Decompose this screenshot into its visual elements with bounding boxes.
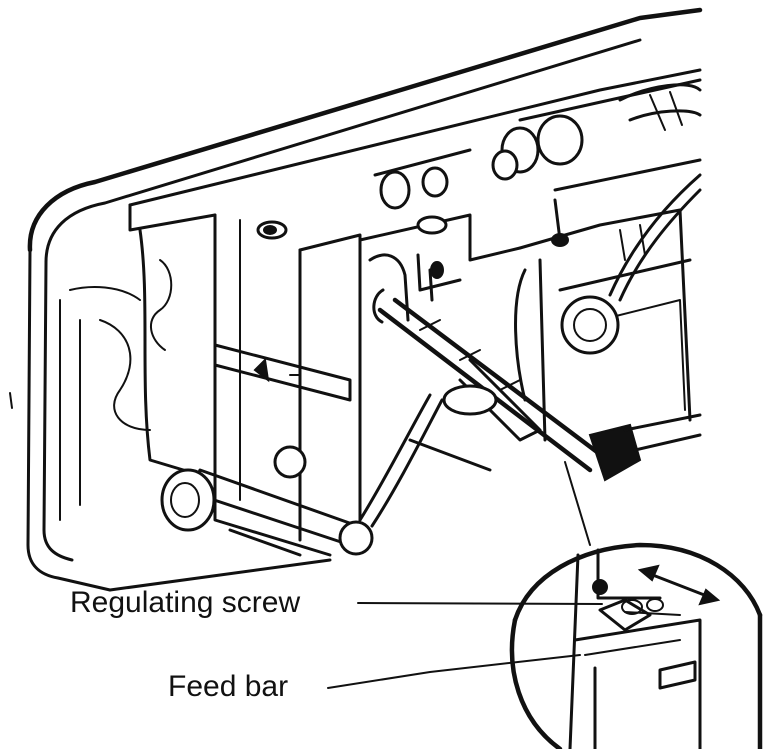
feed-bar-label: Feed bar	[168, 670, 289, 703]
detail-leader-line	[564, 461, 591, 546]
small-parts	[213, 198, 569, 402]
detail-view	[509, 542, 763, 749]
regulating-screw-label: Regulating screw	[70, 586, 301, 619]
feed-bar-rod	[372, 288, 702, 482]
regulating-screw-leader	[357, 602, 603, 605]
double-arrow-icon	[637, 564, 721, 606]
feed-bar-leader	[327, 654, 581, 689]
mechanism-body	[298, 173, 702, 542]
stray-mark	[9, 392, 13, 409]
machine-casing	[26, 7, 703, 592]
lower-linkage	[108, 358, 542, 592]
upper-shaft	[373, 83, 702, 210]
